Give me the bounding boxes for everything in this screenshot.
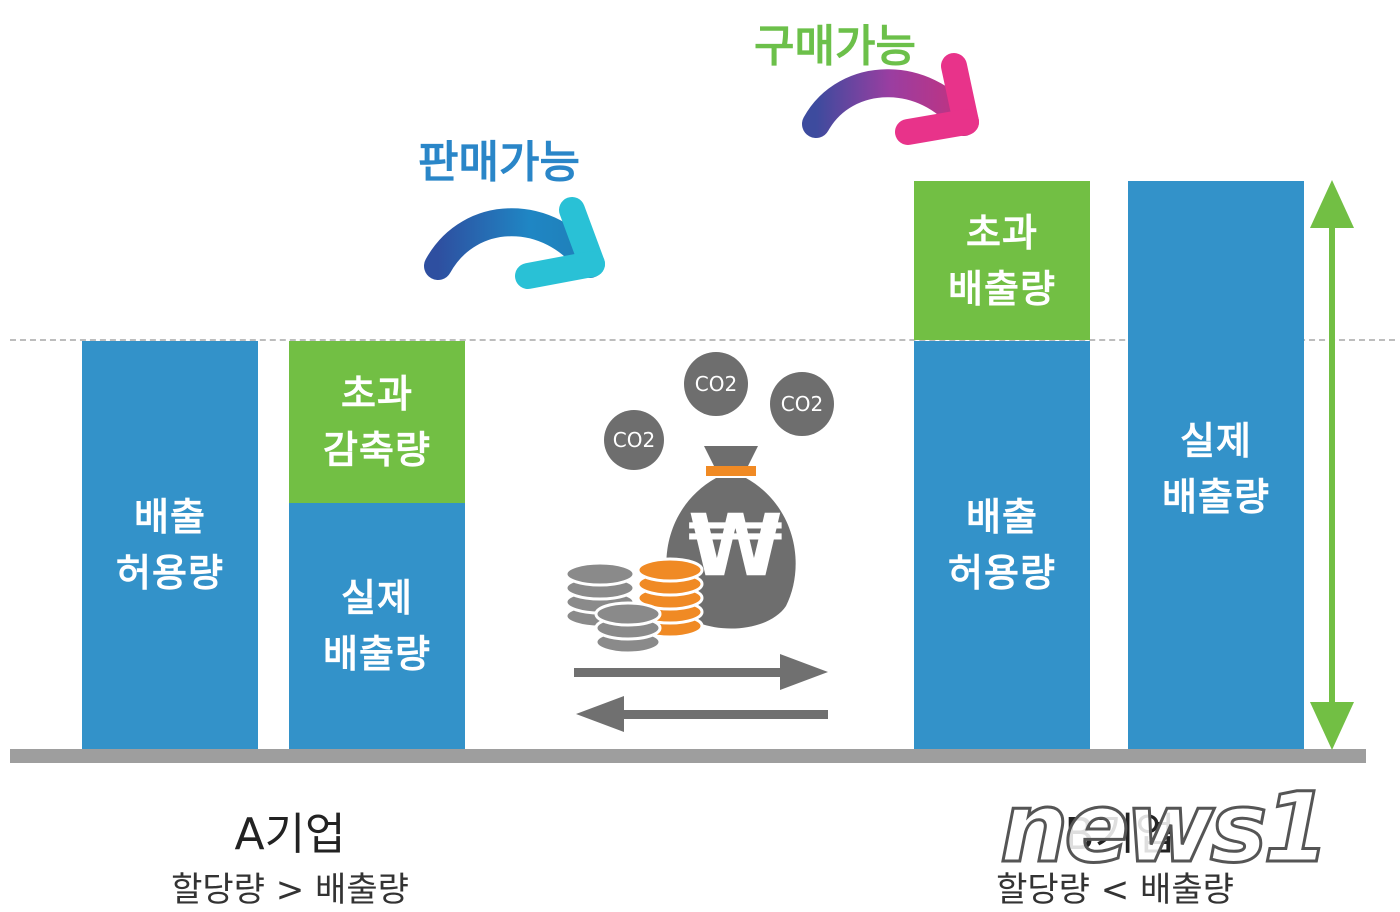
won-symbol: ₩ xyxy=(688,496,783,596)
company-a-relation: 할당량 > 배출량 xyxy=(171,870,409,910)
co2-bubble-1-text: CO2 xyxy=(612,428,656,452)
news1-watermark-logo: news1 xyxy=(998,771,1331,886)
coins-icon xyxy=(564,557,704,655)
a-actual-emission-label: 실제 배출량 xyxy=(323,576,431,676)
a-actual-emission-bar: 실제 배출량 xyxy=(289,503,465,749)
b-emission-allowance-bar: 배출 허용량 xyxy=(914,341,1090,749)
co2-bubble-1: CO2 xyxy=(604,410,664,470)
allowance-line xyxy=(10,339,1395,341)
a-excess-reduction-bar: 초과 감축량 xyxy=(289,341,465,503)
b-actual-emission-bar: 실제 배출량 xyxy=(1128,181,1304,749)
range-double-arrow-icon xyxy=(1310,180,1354,750)
sell-possible-text: 판매가능 xyxy=(418,137,580,188)
b-excess-emission-bar: 초과 배출량 xyxy=(914,181,1090,340)
company-a-name: A기업 xyxy=(234,809,346,860)
exchange-arrows-icon xyxy=(574,654,828,732)
sell-curved-arrow-icon xyxy=(424,197,605,289)
company-b-name: B기업 xyxy=(1064,809,1176,860)
b-emission-allowance-label: 배출 허용량 xyxy=(948,495,1056,595)
buy-curved-arrow-icon xyxy=(802,53,979,145)
money-bag-icon xyxy=(666,446,796,629)
b-actual-emission-label: 실제 배출량 xyxy=(1162,419,1270,519)
b-excess-emission-label: 초과 배출량 xyxy=(948,210,1056,311)
co2-bubble-2: CO2 xyxy=(684,352,748,416)
a-emission-allowance-label: 배출 허용량 xyxy=(116,495,224,595)
a-emission-allowance-bar: 배출 허용량 xyxy=(82,341,258,749)
buy-possible-text: 구매가능 xyxy=(754,21,916,72)
co2-bubble-3: CO2 xyxy=(770,372,834,436)
co2-bubble-2-text: CO2 xyxy=(694,372,738,396)
a-excess-reduction-label: 초과 감축량 xyxy=(323,372,431,472)
company-b-relation: 할당량 < 배출량 xyxy=(996,870,1234,910)
ground-line xyxy=(10,749,1366,763)
co2-bubble-3-text: CO2 xyxy=(780,392,824,416)
